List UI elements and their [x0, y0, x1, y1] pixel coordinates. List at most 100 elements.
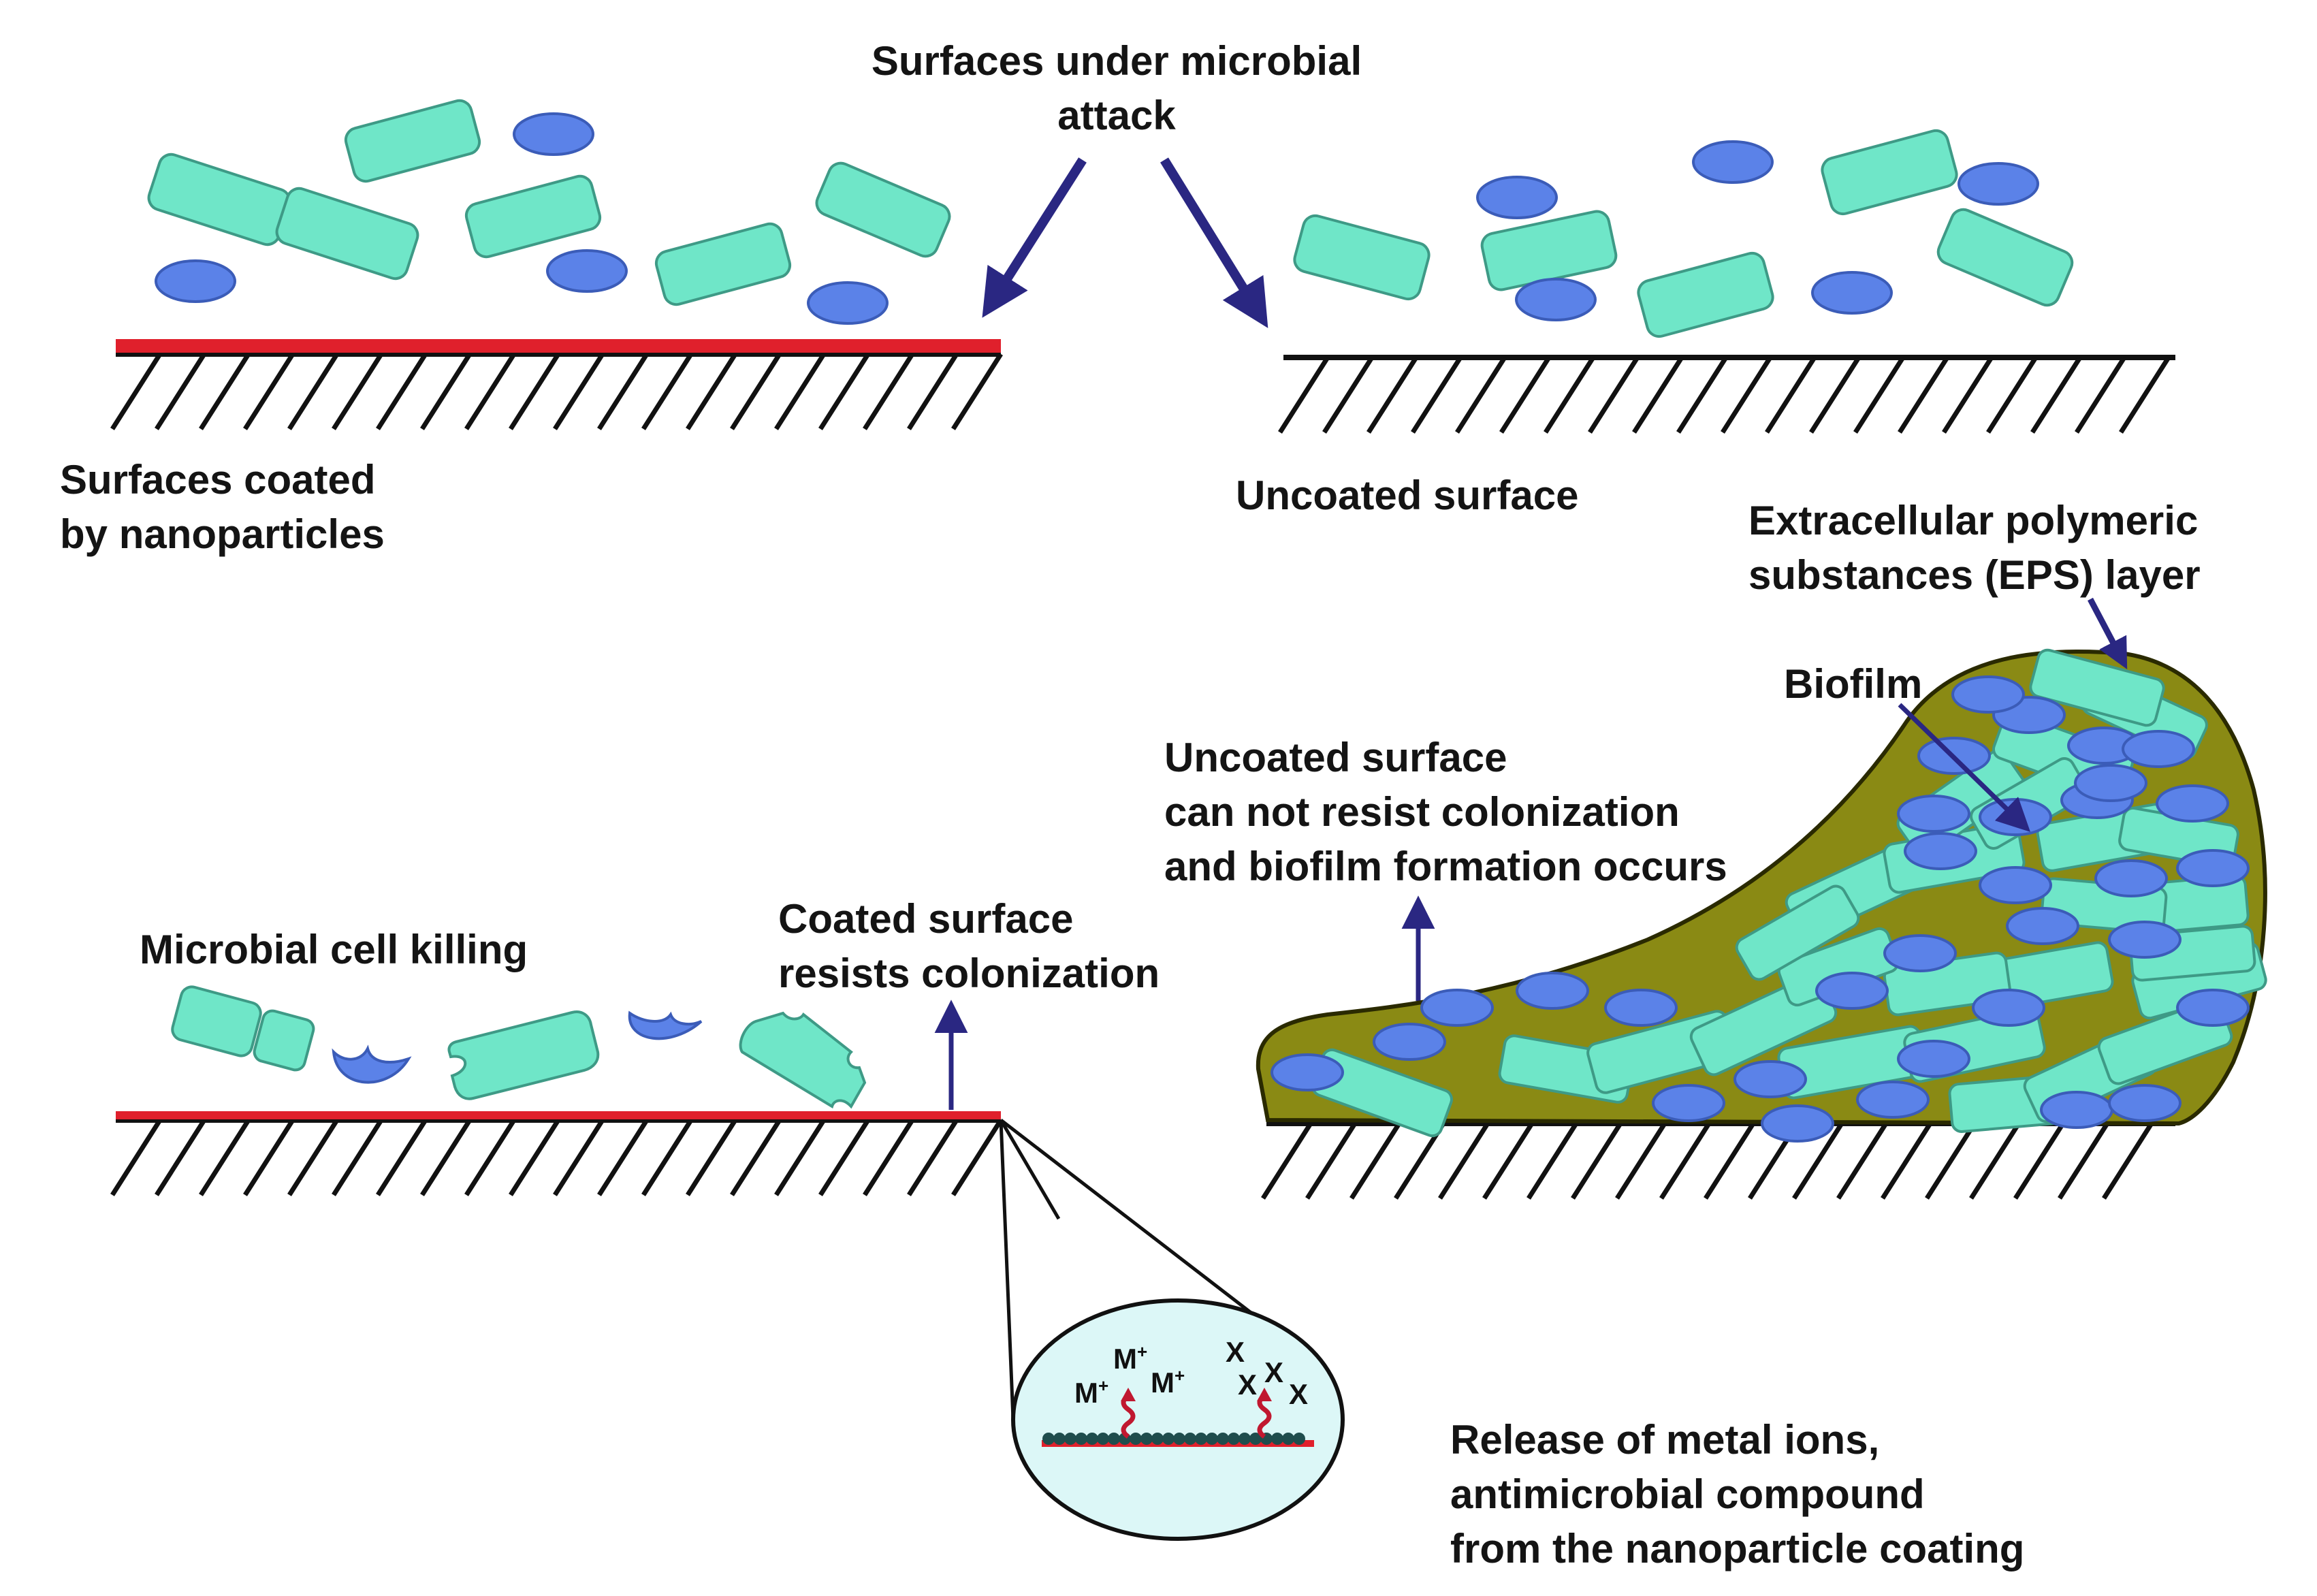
cocci-cell — [2074, 764, 2147, 802]
hatch-line — [1411, 356, 1463, 434]
hatch-line — [1615, 1122, 1667, 1200]
cocci-cell — [1951, 675, 2025, 714]
hatch-line — [597, 1119, 649, 1196]
hatch-line — [1765, 356, 1817, 434]
hatch-line — [1925, 1122, 1977, 1200]
cocci-cell — [1692, 140, 1774, 184]
hatch-line — [1898, 356, 1949, 434]
hatch-line — [907, 1119, 959, 1196]
label-coated-surface: Surfaces coated by nanoparticles — [60, 457, 385, 557]
broken-cocci-cell — [628, 1010, 703, 1040]
cocci-cell — [1476, 176, 1558, 219]
hatch-line — [199, 1119, 251, 1196]
nanoparticle-bead — [1064, 1433, 1076, 1445]
hatch-line — [863, 1119, 914, 1196]
inset-coating — [1042, 1433, 1314, 1447]
hatch-line — [597, 353, 649, 430]
cells-top-left — [147, 99, 951, 325]
hatch-line — [287, 1119, 339, 1196]
rod-cell — [815, 161, 951, 258]
hatch-line — [951, 1119, 1003, 1196]
rod-cell — [464, 174, 602, 259]
hatch-line — [2030, 356, 2082, 434]
rod-cell — [1293, 214, 1431, 301]
nanoparticle-bead — [1217, 1433, 1229, 1445]
hatch-line — [199, 353, 251, 430]
cocci-cell — [2156, 784, 2229, 823]
metal-ion: M+ — [1074, 1375, 1108, 1409]
rod-cell — [147, 153, 291, 246]
hatch-line — [1278, 356, 1330, 434]
cocci-cell — [1604, 989, 1678, 1027]
hatch-line — [509, 1119, 560, 1196]
hatch-line — [1659, 1122, 1711, 1200]
nanoparticle-bead — [1206, 1433, 1218, 1445]
biofilm-cells — [1271, 648, 2267, 1143]
label-eps-layer: Extracellular polymeric substances (EPS)… — [1748, 498, 2201, 598]
hatch-line — [376, 353, 428, 430]
cells-top-right — [1293, 129, 2074, 338]
nanoparticle-coating-bottom — [116, 1111, 1001, 1119]
label-uncoated-surface: Uncoated surface — [1236, 473, 1579, 518]
hatch-line — [1881, 1122, 1932, 1200]
hatch-line — [1571, 1122, 1623, 1200]
cocci-cell — [2176, 849, 2250, 887]
nanoparticle-bead — [1108, 1433, 1120, 1445]
rod-cell — [1821, 129, 1958, 216]
hatch-line — [1544, 356, 1595, 434]
nanoparticle-bead — [1151, 1433, 1164, 1445]
nanoparticle-bead — [1282, 1433, 1294, 1445]
nanoparticle-bead — [1053, 1433, 1066, 1445]
hatch-line — [1438, 1122, 1490, 1200]
metal-ions: M+ M+ M+ — [1074, 1341, 1185, 1409]
hatch-line — [155, 353, 206, 430]
hatch-line — [1499, 356, 1551, 434]
hatch-line — [1588, 356, 1640, 434]
cocci-cell — [1856, 1081, 1930, 1119]
hatch-line — [1809, 356, 1861, 434]
hatch-line — [2058, 1122, 2109, 1200]
hatch-line — [332, 353, 383, 430]
cocci-cell — [1897, 795, 1970, 833]
broken-rod-cell — [739, 1011, 867, 1109]
label-coated-resists: Coated surface resists colonization — [778, 896, 1160, 996]
arrow-eps-layer — [2088, 597, 2128, 669]
nanoparticle-bead — [1293, 1433, 1305, 1445]
cocci-cell — [1815, 972, 1889, 1010]
cocci-cell — [1761, 1104, 1834, 1143]
hatch-line — [553, 353, 605, 430]
hatch-line — [287, 353, 339, 430]
hatch-line — [1632, 356, 1684, 434]
cocci-cell — [1515, 278, 1597, 321]
cocci-cell — [513, 112, 594, 156]
hatch-line — [243, 1119, 295, 1196]
hatch-line — [1322, 356, 1374, 434]
arrow-to-coated-surface — [982, 157, 1087, 318]
hatch-line — [686, 353, 737, 430]
hatch-line — [464, 1119, 516, 1196]
cocci-cell — [2040, 1091, 2113, 1129]
hatch-line — [1969, 1122, 2021, 1200]
rod-cell — [1735, 884, 1860, 981]
rod-cell — [344, 99, 481, 183]
substrate-bottom-left — [110, 1117, 1003, 1196]
nanoparticle-bead — [1195, 1433, 1207, 1445]
label-cell-killing: Microbial cell killing — [140, 927, 528, 972]
hatch-line — [1527, 1122, 1578, 1200]
nanoparticle-bead — [1249, 1433, 1262, 1445]
cocci-cell — [2108, 1084, 2182, 1122]
hatch-line — [110, 353, 162, 430]
nanoparticle-bead — [1271, 1433, 1283, 1445]
hatch-line — [730, 353, 782, 430]
rod-cell — [1936, 208, 2074, 307]
hatch-line — [1367, 356, 1418, 434]
hatch-line — [2013, 1122, 2065, 1200]
nanoparticle-bead — [1086, 1433, 1098, 1445]
cocci-cell — [1516, 972, 1589, 1010]
hatch-line — [686, 1119, 737, 1196]
hatch-line — [1305, 1122, 1357, 1200]
nanoparticle-bead — [1228, 1433, 1240, 1445]
hatch-line — [509, 353, 560, 430]
